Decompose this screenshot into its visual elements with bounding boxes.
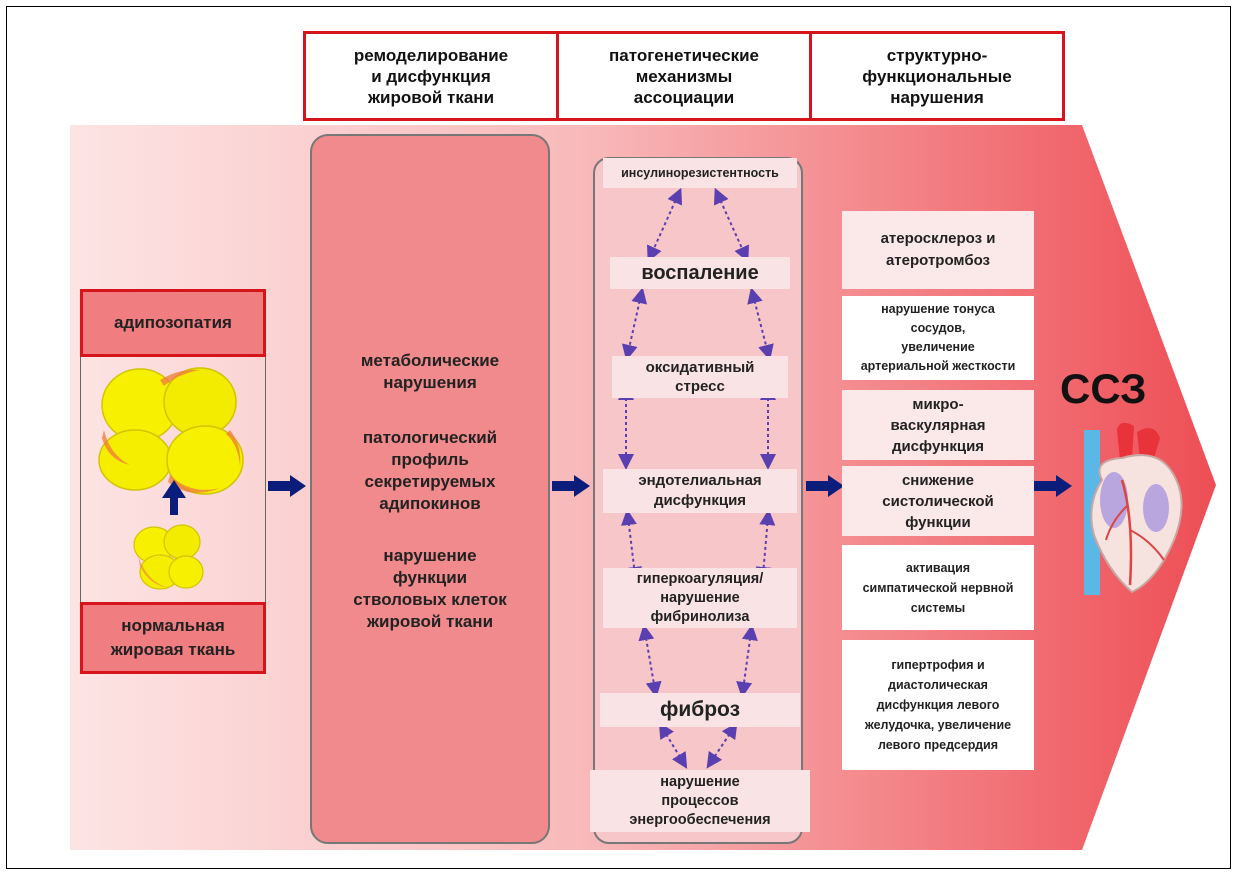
microvascular-dysfunction: микро- васкулярная дисфункция bbox=[842, 390, 1034, 460]
fat-cells-icon bbox=[98, 367, 244, 590]
up-arrow-icon bbox=[162, 480, 186, 515]
endothelial-dysfunction: эндотелиальная дисфункция bbox=[603, 469, 797, 513]
bidirectional-arrow-icon bbox=[658, 722, 688, 769]
bidirectional-arrow-icon bbox=[638, 624, 662, 698]
bidirectional-arrow-icon bbox=[621, 509, 642, 583]
bidirectional-arrow-icon bbox=[646, 187, 683, 263]
remodeling-panel bbox=[310, 134, 550, 844]
figure-frame bbox=[6, 6, 1231, 869]
energy-supply-disorder: нарушение процессов энергообеспечения bbox=[590, 770, 810, 832]
normal-adipose-tissue-label: нормальная жировая ткань bbox=[80, 602, 266, 674]
sympathetic-activation: активация симпатической нервной системы bbox=[842, 545, 1034, 630]
header-adipose-remodeling: ремоделирование и дисфункция жировой тка… bbox=[303, 31, 559, 121]
header-pathogenetic-mechanisms: патогенетические механизмы ассоциации bbox=[556, 31, 812, 121]
right-arrow-icon bbox=[806, 475, 844, 497]
bidirectional-arrow-icon bbox=[621, 287, 648, 361]
bidirectional-arrow-icon bbox=[706, 722, 738, 769]
bidirectional-arrow-icon bbox=[713, 187, 750, 263]
stem-cell-dysfunction: нарушение функции стволовых клеток жиров… bbox=[353, 546, 507, 631]
header-structural-functional: структурно- функциональные нарушения bbox=[809, 31, 1065, 121]
fibrosis: фиброз bbox=[600, 693, 800, 727]
reduced-systolic-function: снижение систолической функции bbox=[842, 466, 1034, 536]
cvd-label: ССЗ bbox=[1060, 365, 1147, 412]
lv-hypertrophy: гипертрофия и диастолическая дисфункция … bbox=[842, 640, 1034, 770]
right-arrow-icon bbox=[1034, 475, 1072, 497]
atherosclerosis: атеросклероз и атеротромбоз bbox=[842, 211, 1034, 289]
oxidative-stress: оксидативный стресс bbox=[612, 356, 788, 398]
bidirectional-arrow-icon bbox=[747, 287, 774, 361]
hypercoagulation: гиперкоагуляция/ нарушение фибринолиза bbox=[603, 568, 797, 628]
inflammation: воспаление bbox=[610, 257, 790, 289]
bidirectional-arrow-icon bbox=[755, 509, 776, 583]
adipokine-profile: патологический профиль секретируемых ади… bbox=[362, 428, 498, 513]
right-arrow-icon bbox=[552, 475, 590, 497]
heart-icon bbox=[1084, 422, 1183, 595]
mechanism-links bbox=[618, 187, 776, 769]
metabolic-disorders: метаболические нарушения bbox=[360, 351, 500, 392]
bidirectional-arrow-icon bbox=[736, 624, 758, 698]
right-arrow-icon bbox=[268, 475, 306, 497]
insulin-resistance: инсулинорезистентность bbox=[603, 158, 797, 188]
vascular-tone-disorder: нарушение тонуса сосудов, увеличение арт… bbox=[842, 296, 1034, 380]
adiposopathy-label: адипозопатия bbox=[80, 289, 266, 357]
